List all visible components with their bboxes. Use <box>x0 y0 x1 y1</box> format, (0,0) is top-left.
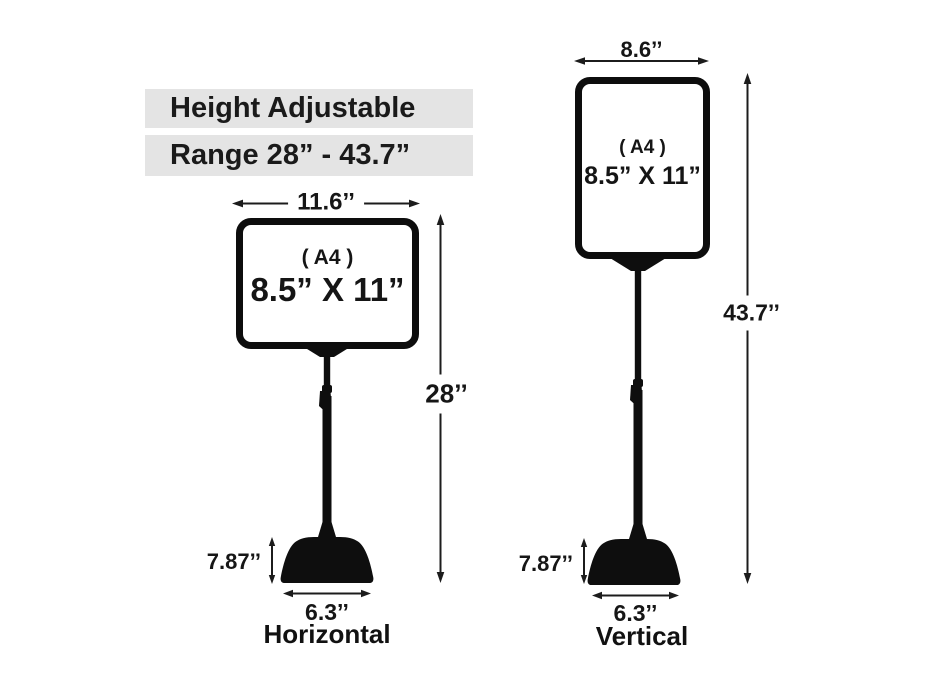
dim-width-horizontal-label: 11.6’’ <box>288 187 364 216</box>
dim-base-height-horizontal <box>264 537 280 584</box>
dim-height-vertical: 43.7’’ <box>721 72 782 585</box>
frame-format-label: ( A4 ) <box>301 245 354 269</box>
dim-height-horizontal: 28’’ <box>423 213 470 584</box>
dim-width-horizontal: 11.6’’ <box>231 187 421 217</box>
dim-base-height-vertical <box>576 538 592 584</box>
frame-size-label: 8.5” X 11” <box>584 162 701 191</box>
stand-base-vertical <box>587 539 681 585</box>
header-text-line2: Range 28” - 43.7” <box>170 139 411 171</box>
sign-frame-vertical: ( A4 ) 8.5” X 11” <box>575 77 710 259</box>
dim-base-width-horizontal-label: 6.3’’ <box>305 599 349 625</box>
frame-format-label: ( A4 ) <box>619 137 666 159</box>
dim-height-vertical-label: 43.7’’ <box>721 295 782 331</box>
frame-size-label: 8.5” X 11” <box>250 271 405 309</box>
stand-pole-base-horizontal <box>280 344 374 583</box>
dim-arrow-icon <box>580 538 588 584</box>
dim-width-vertical: 8.6’’ <box>573 37 710 66</box>
dim-arrow-icon <box>592 591 679 600</box>
stand-pole-base-vertical <box>587 258 681 585</box>
dim-arrow-icon <box>283 589 371 598</box>
dim-arrow-icon <box>268 537 276 584</box>
caption-vertical: Vertical <box>595 621 689 651</box>
dim-base-height-vertical-label: 7.87’’ <box>518 551 573 576</box>
dim-height-horizontal-label: 28’’ <box>423 374 470 414</box>
sign-frame-horizontal: ( A4 ) 8.5” X 11” <box>236 218 419 349</box>
caption-horizontal: Horizontal <box>263 619 391 649</box>
header-text-line1: Height Adjustable <box>170 92 416 124</box>
dim-base-width-vertical <box>592 589 679 602</box>
dim-arrow-icon <box>574 57 709 65</box>
stand-base-horizontal <box>280 537 374 583</box>
dim-base-height-horizontal-label: 7.87’’ <box>206 549 261 574</box>
dim-base-width-horizontal <box>283 587 371 600</box>
dim-base-width-vertical-label: 6.3’’ <box>613 600 658 626</box>
header-highlight-line1: Height Adjustable <box>145 89 473 128</box>
header-highlight-line2: Range 28” - 43.7” <box>145 135 473 176</box>
dim-width-vertical-label: 8.6’’ <box>620 37 663 62</box>
